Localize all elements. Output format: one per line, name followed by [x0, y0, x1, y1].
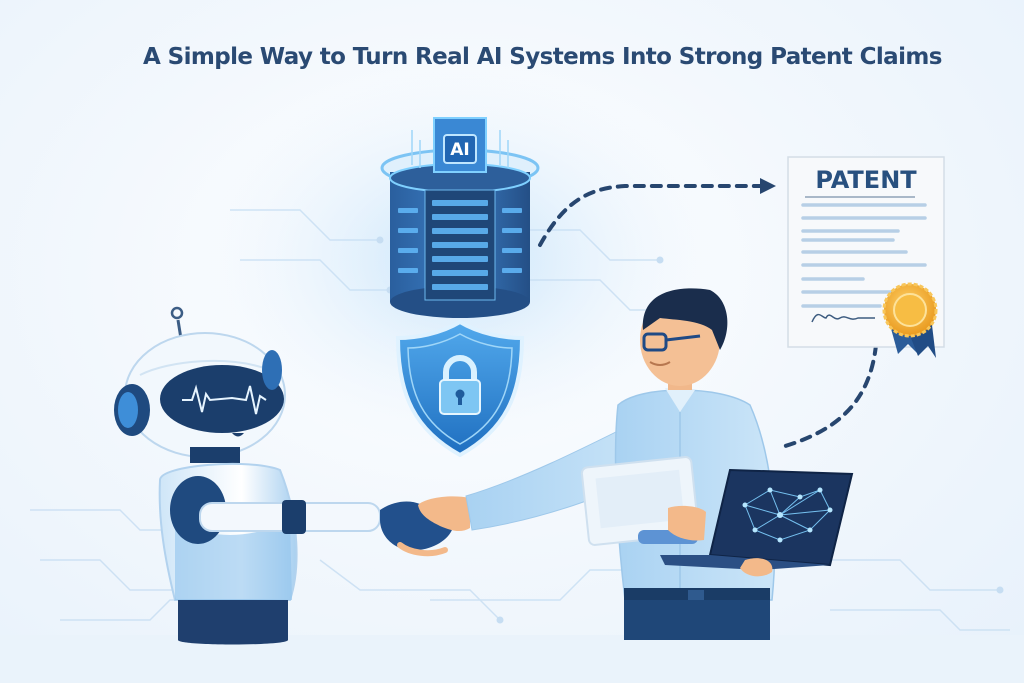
robot-icon	[114, 306, 381, 645]
shield-lock-icon	[395, 319, 525, 458]
handshake-icon	[380, 496, 470, 557]
flow-arrow-to-patent	[538, 184, 762, 247]
award-seal-icon	[882, 282, 938, 358]
neural-network-laptop-icon	[660, 468, 854, 570]
patent-document: PATENT	[787, 156, 945, 358]
flow-arrow-from-patent	[780, 343, 878, 449]
businessman-icon	[465, 288, 854, 640]
ai-chip-label: AI	[450, 140, 469, 160]
patent-heading: PATENT	[815, 166, 917, 194]
page-title: A Simple Way to Turn Real AI Systems Int…	[143, 44, 942, 70]
ai-server-icon: AI	[380, 117, 540, 318]
